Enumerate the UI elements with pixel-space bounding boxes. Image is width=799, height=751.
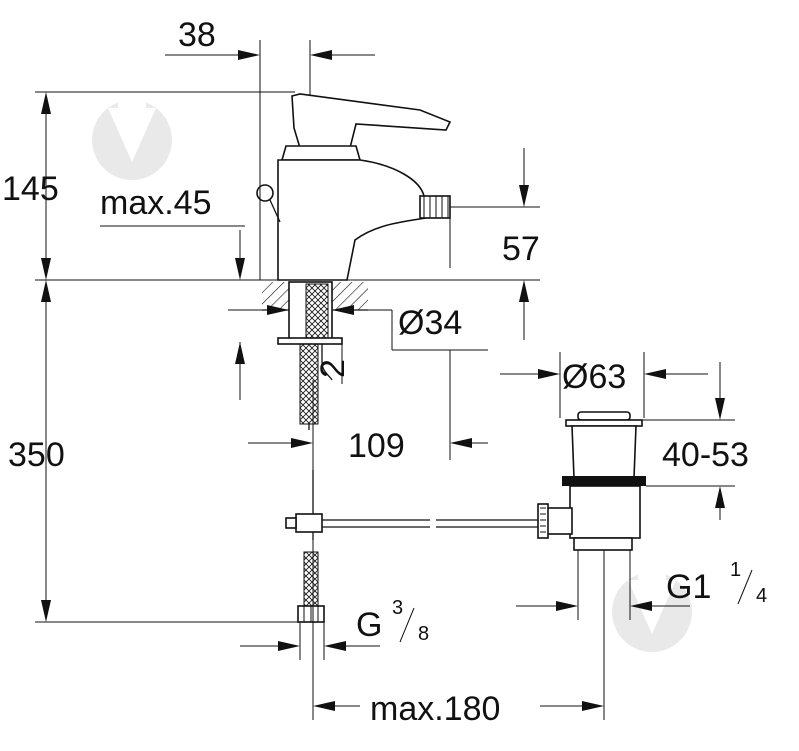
- dim-350: 350: [8, 436, 65, 474]
- dim-109: 109: [348, 427, 405, 465]
- dim-57: 57: [502, 230, 540, 268]
- deck-section-left: [262, 282, 289, 310]
- dim-g1-1-4: G1 1 4: [666, 559, 767, 607]
- dim-max45: max.45: [100, 184, 212, 222]
- g-right-main: G1: [666, 568, 711, 606]
- watermark-logo-bottom: [612, 566, 692, 652]
- dim-38: 38: [178, 16, 216, 54]
- g-right-numerator: 1: [730, 559, 741, 581]
- g-left-numerator: 3: [392, 597, 403, 619]
- waste-fitting: [537, 411, 646, 551]
- dimension-lines: [35, 40, 735, 720]
- dim-2: 2: [314, 359, 352, 378]
- popup-linkage: [285, 470, 540, 540]
- g-right-denominator: 4: [756, 585, 767, 607]
- deck-section-right: [332, 282, 368, 310]
- dim-dia63: Ø63: [562, 358, 626, 396]
- faucet-body: [256, 93, 452, 281]
- dim-g-3-8: G 3 8: [356, 597, 429, 645]
- dim-dia34: Ø34: [398, 304, 462, 342]
- supply-connection: [297, 551, 325, 623]
- g-left-main: G: [356, 606, 382, 644]
- watermark-logo-top: [92, 94, 172, 180]
- dim-40-53: 40-53: [662, 436, 749, 474]
- dim-max180: max.180: [370, 690, 500, 728]
- dim-145: 145: [2, 170, 59, 208]
- g-left-denominator: 8: [418, 623, 429, 645]
- mounting-assembly: [277, 281, 343, 430]
